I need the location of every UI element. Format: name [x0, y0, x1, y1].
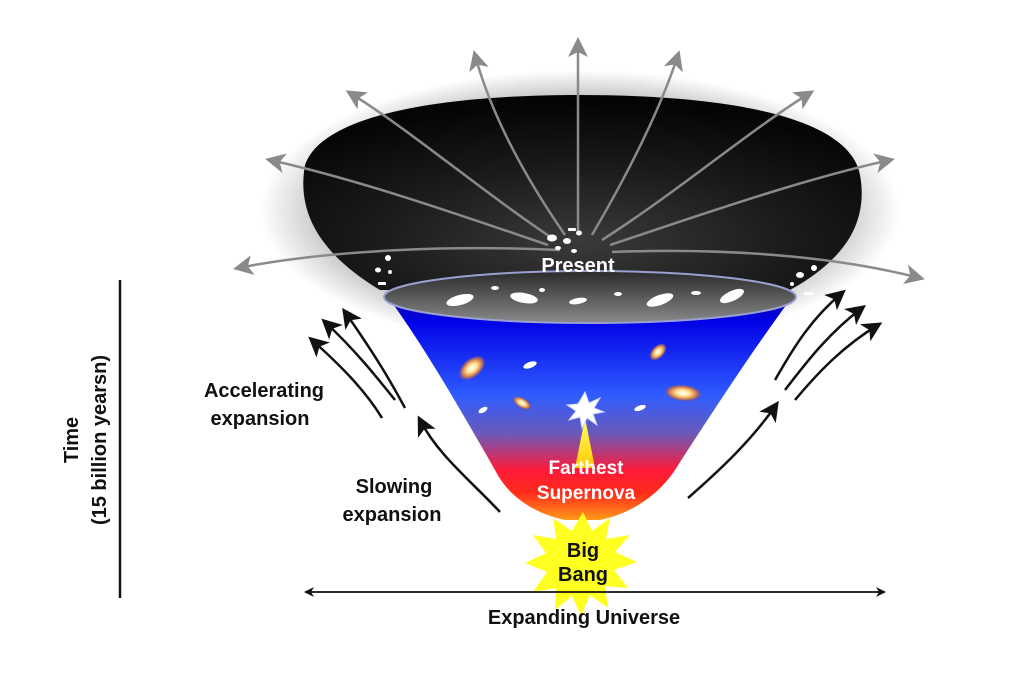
accelerating-expansion-label-line1: Accelerating: [204, 380, 324, 402]
slowing-expansion-label-line1: Slowing: [356, 476, 433, 498]
present-label: Present: [541, 255, 615, 277]
time-axis-label: Time (15 billion yearsn): [61, 355, 111, 525]
expanding-universe-label: Expanding Universe: [488, 607, 680, 629]
time-label-line2: (15 billion yearsn): [89, 355, 111, 525]
accelerating-expansion-label-line2: expansion: [211, 408, 310, 430]
farthest-supernova-label-line2: Supernova: [537, 483, 636, 504]
accelerating-arrow-right-2: [785, 308, 862, 390]
time-label-line1: Time: [61, 417, 83, 463]
accelerating-arrow-left-1: [345, 312, 405, 408]
slowing-expansion-label-line2: expansion: [343, 504, 442, 526]
farthest-supernova-label-line1: Farthest: [549, 458, 625, 479]
big-bang-label-line1: Big: [567, 540, 599, 562]
big-bang-label-line2: Bang: [558, 564, 608, 586]
